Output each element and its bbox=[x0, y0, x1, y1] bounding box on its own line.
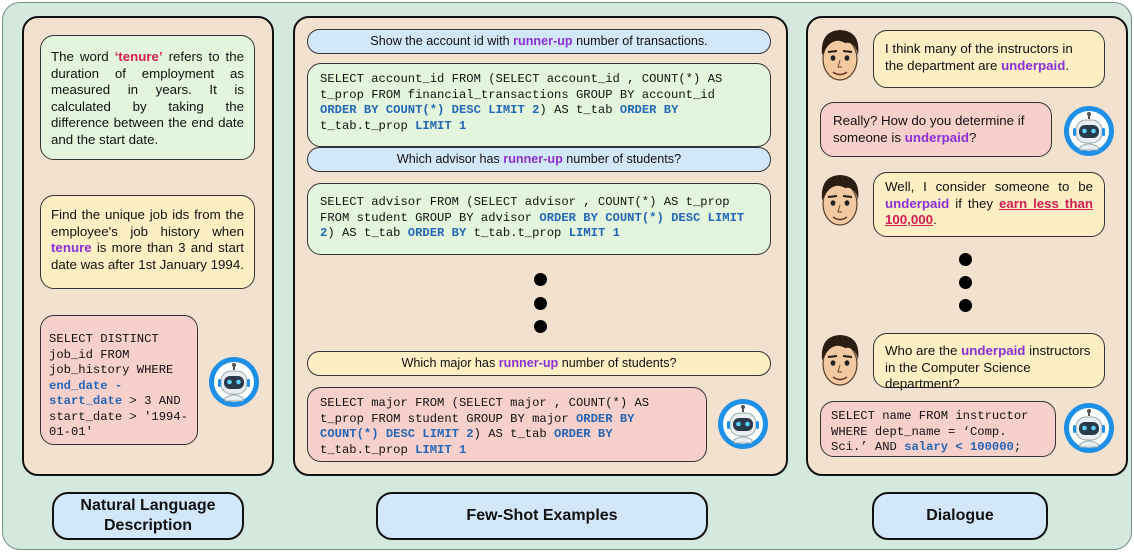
robot-icon bbox=[1064, 106, 1114, 156]
ellipsis-dot bbox=[534, 320, 547, 333]
fewshot-sql-3: SELECT major FROM (SELECT major , COUNT(… bbox=[307, 387, 707, 462]
ellipsis-dot bbox=[959, 276, 972, 289]
dialogue-sql-box: SELECT name FROM instructor WHERE dept_n… bbox=[820, 401, 1056, 457]
robot-icon bbox=[209, 357, 259, 407]
fewshot-question-1: Show the account id with runner-up numbe… bbox=[307, 29, 771, 54]
ellipsis-dot bbox=[534, 273, 547, 286]
dialogue-label: Dialogue bbox=[872, 492, 1048, 540]
man-face-icon bbox=[821, 175, 859, 226]
robot-icon bbox=[1064, 403, 1114, 453]
nl-label: Natural Language Description bbox=[52, 492, 244, 540]
user-message-1: I think many of the instructors in the d… bbox=[873, 30, 1105, 88]
ellipsis-dot bbox=[959, 253, 972, 266]
user-message-3: Who are the underpaid instructors in the… bbox=[873, 333, 1105, 391]
dialogue-panel bbox=[806, 16, 1128, 476]
term-tenure: ‘tenure’ bbox=[114, 49, 163, 64]
nl-sql-box: SELECT DISTINCT job_id FROM job_history … bbox=[40, 315, 198, 445]
ellipsis-dot bbox=[959, 299, 972, 312]
fewshot-question-3: Which major has runner-up number of stud… bbox=[307, 351, 771, 376]
definition-box: The word ‘tenure’ refers to the duration… bbox=[40, 35, 255, 160]
man-face-icon bbox=[821, 30, 859, 81]
fewshot-sql-2: SELECT advisor FROM (SELECT advisor , CO… bbox=[307, 183, 771, 255]
fewshot-question-2: Which advisor has runner-up number of st… bbox=[307, 147, 771, 172]
robot-icon bbox=[718, 399, 768, 449]
ellipsis-dot bbox=[534, 297, 547, 310]
fewshot-label: Few-Shot Examples bbox=[376, 492, 708, 540]
man-face-icon bbox=[821, 335, 859, 386]
user-message-2: Well, I consider someone to be underpaid… bbox=[873, 172, 1105, 237]
question-box: Find the unique job ids from the employe… bbox=[40, 195, 255, 289]
bot-message-1: Really? How do you determine if someone … bbox=[820, 102, 1052, 157]
term-tenure-question: tenure bbox=[51, 240, 92, 255]
fewshot-sql-1: SELECT account_id FROM (SELECT account_i… bbox=[307, 63, 771, 147]
